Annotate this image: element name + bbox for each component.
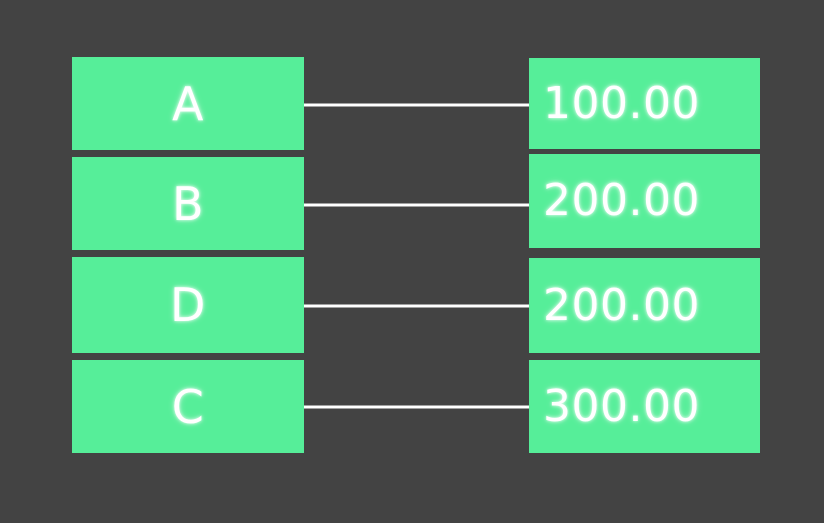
sankey-node-label: C — [171, 379, 205, 434]
sankey-node-label: B — [171, 176, 205, 231]
sankey-node-value-label: 100.00 — [543, 77, 700, 129]
sankey-node-label: A — [172, 76, 204, 131]
sankey-node-target-200-b[interactable]: 200.00 — [529, 258, 760, 353]
sankey-node-source-c[interactable]: C — [72, 360, 304, 453]
sankey-node-value-label: 300.00 — [543, 380, 700, 432]
sankey-node-source-a[interactable]: A — [72, 57, 304, 150]
sankey-node-target-300[interactable]: 300.00 — [529, 360, 760, 453]
sankey-node-target-100[interactable]: 100.00 — [529, 58, 760, 149]
sankey-node-source-b[interactable]: B — [72, 157, 304, 250]
sankey-node-value-label: 200.00 — [543, 175, 700, 226]
sankey-node-target-200-a[interactable]: 200.00 — [529, 154, 760, 248]
sankey-node-source-d[interactable]: D — [72, 257, 304, 353]
sankey-node-value-label: 200.00 — [543, 279, 700, 331]
sankey-node-label: D — [170, 278, 206, 332]
